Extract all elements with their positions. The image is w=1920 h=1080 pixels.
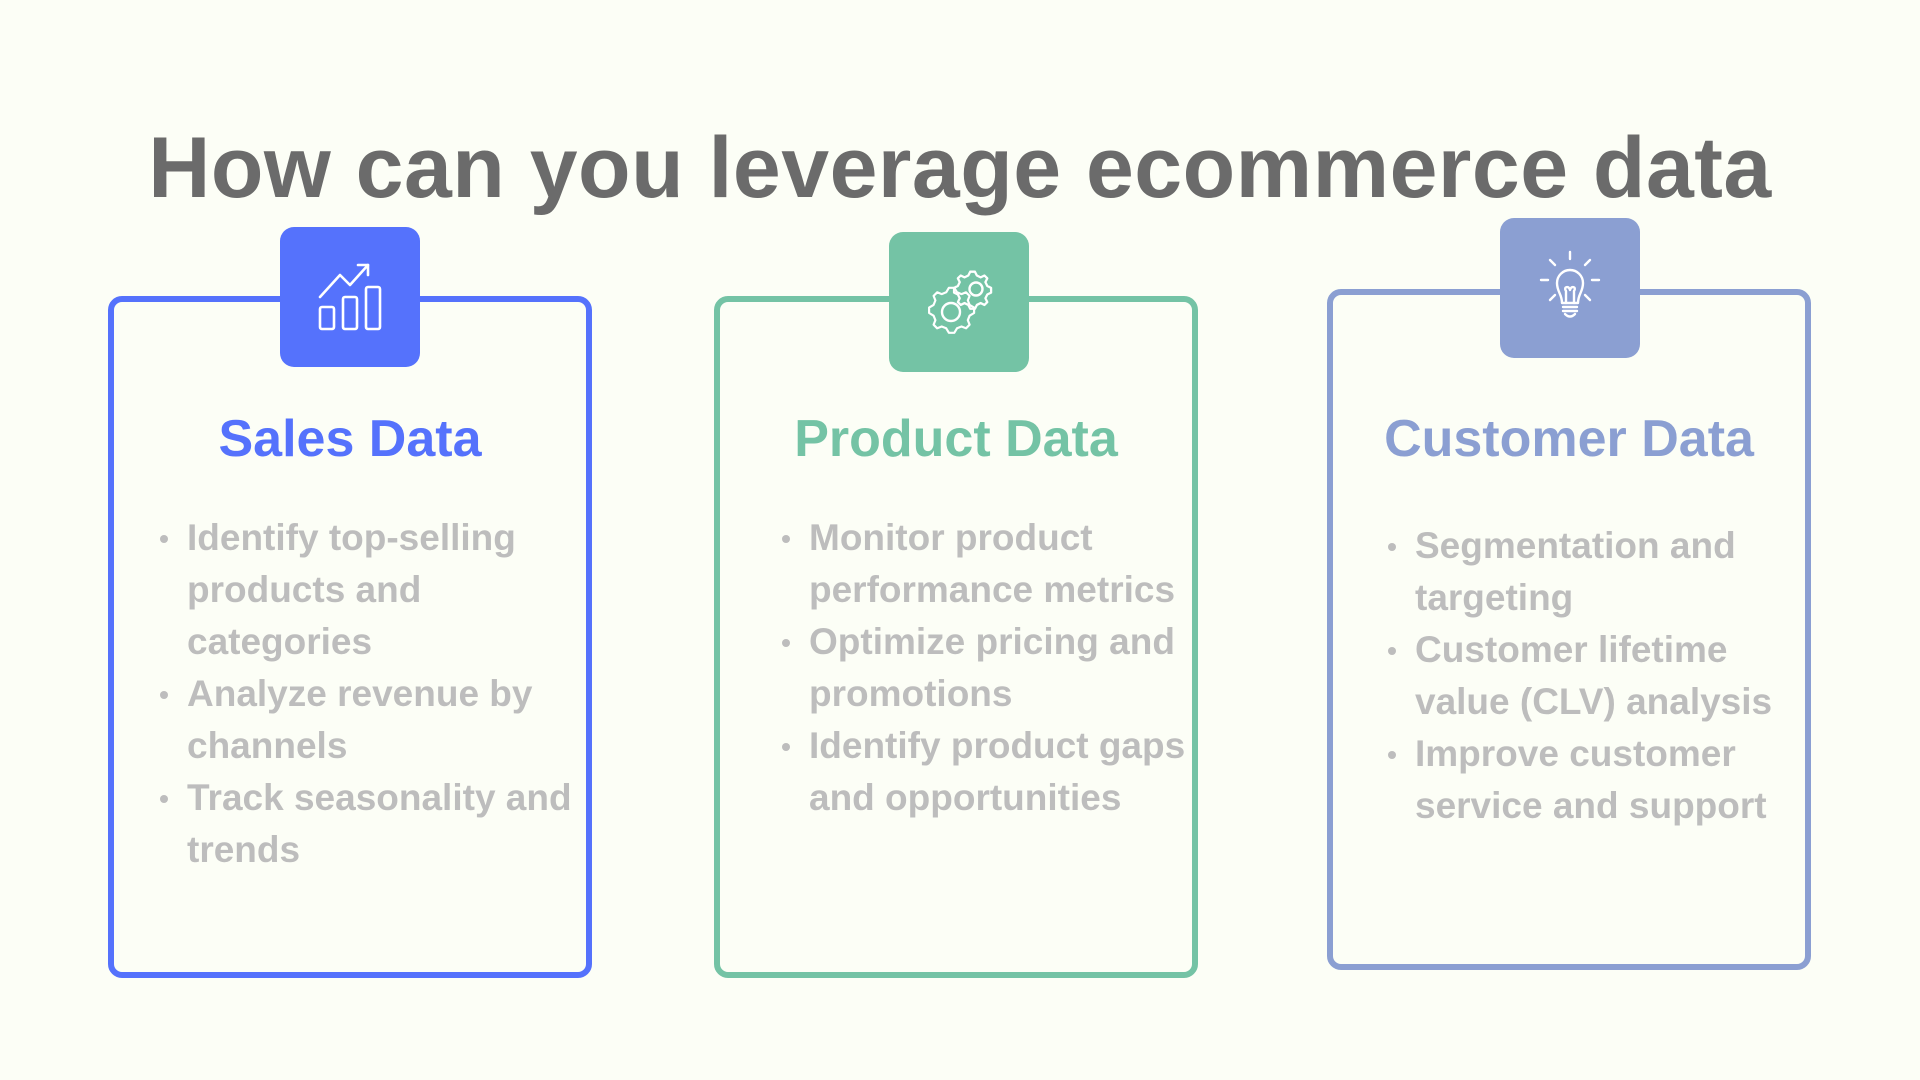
list-item: Identify top-selling products and catego… (160, 512, 582, 668)
card-heading-sales: Sales Data (218, 410, 482, 468)
bullet-icon (160, 691, 168, 699)
card-heading-product: Product Data (794, 410, 1118, 468)
bar-chart-growth-icon (318, 263, 382, 331)
card-product-data: Product Data Monitor product performance… (714, 296, 1198, 978)
list-item: Improve customer service and support (1388, 728, 1810, 832)
card-customer-data: Customer Data Segmentation and targeting… (1327, 289, 1811, 970)
sales-bullet-list: Identify top-selling products and catego… (160, 512, 582, 876)
customer-bullet-list: Segmentation and targeting Customer life… (1388, 520, 1810, 832)
bullet-icon (160, 795, 168, 803)
lightbulb-icon (1539, 250, 1601, 318)
bullet-icon (782, 535, 790, 543)
bullet-icon (782, 743, 790, 751)
bullet-icon (1388, 647, 1396, 655)
list-item: Identify product gaps and opportunities (782, 720, 1189, 824)
list-item: Optimize pricing and promotions (782, 616, 1189, 720)
page-title: How can you leverage ecommerce data (148, 120, 1772, 216)
list-item: Customer lifetime value (CLV) analysis (1388, 624, 1810, 728)
card-heading-customer: Customer Data (1384, 410, 1754, 468)
list-item: Track seasonality and trends (160, 772, 582, 876)
gears-icon (928, 270, 993, 334)
bullet-icon (160, 535, 168, 543)
product-icon-badge (889, 232, 1029, 372)
bullet-icon (1388, 543, 1396, 551)
customer-icon-badge (1500, 218, 1640, 358)
bullet-icon (1388, 751, 1396, 759)
list-item: Analyze revenue by channels (160, 668, 582, 772)
list-item: Monitor product performance metrics (782, 512, 1189, 616)
sales-icon-badge (280, 227, 420, 367)
product-bullet-list: Monitor product performance metrics Opti… (782, 512, 1189, 824)
bullet-icon (782, 639, 790, 647)
list-item: Segmentation and targeting (1388, 520, 1810, 624)
card-sales-data: Sales Data Identify top-selling products… (108, 296, 592, 978)
